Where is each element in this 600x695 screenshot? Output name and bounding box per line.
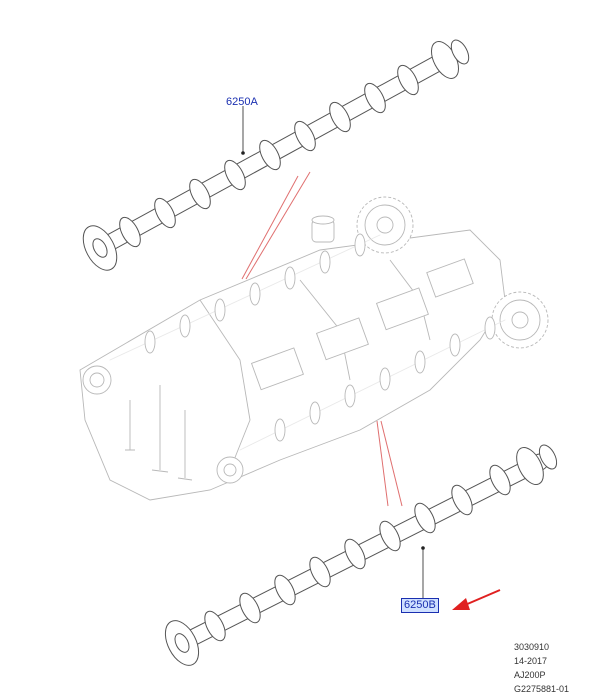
callout-label-6250a[interactable]: 6250A bbox=[226, 96, 258, 108]
reference-code-line3: AJ200P bbox=[514, 670, 546, 680]
reference-code-line2: 14-2017 bbox=[514, 656, 548, 666]
camshaft-6250a bbox=[82, 39, 470, 271]
reference-code-line1: 3030910 bbox=[514, 642, 550, 652]
camshaft-6250b bbox=[164, 444, 558, 666]
pointer-arrow-icon bbox=[452, 589, 501, 610]
reference-code-line4: G2275881-01 bbox=[514, 684, 570, 694]
head-camshaft-upper bbox=[109, 233, 381, 361]
cylinder-head-assembly bbox=[79, 215, 506, 501]
exploded-guide-lines bbox=[241, 171, 403, 507]
head-camshaft-lower bbox=[239, 316, 506, 451]
timing-sprocket-lower bbox=[491, 291, 549, 349]
callout-leaders bbox=[241, 106, 425, 598]
callout-label-6250b[interactable]: 6250B bbox=[401, 598, 439, 613]
